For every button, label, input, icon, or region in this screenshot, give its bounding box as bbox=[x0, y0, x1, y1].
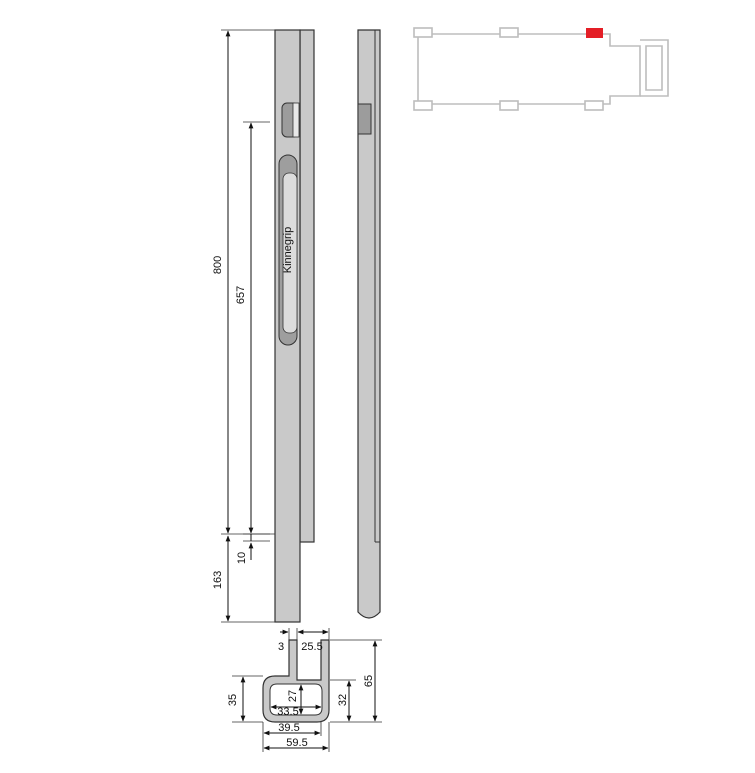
side-lock bbox=[357, 103, 372, 135]
dimension-outer-right: 32 bbox=[330, 679, 356, 722]
dim-800: 800 bbox=[212, 256, 224, 274]
dim-10: 10 bbox=[236, 552, 248, 564]
dimension-total-width: 59.5 bbox=[263, 737, 329, 751]
dimension-bottom-extension: 163 bbox=[212, 533, 275, 622]
dim-33-5: 33.5 bbox=[277, 706, 298, 718]
locator-diagram bbox=[413, 27, 669, 111]
front-view: Kinnegrip bbox=[274, 29, 315, 623]
dim-25-5: 25.5 bbox=[301, 641, 322, 653]
dim-59-5: 59.5 bbox=[286, 737, 307, 749]
dim-163: 163 bbox=[212, 571, 224, 589]
dimension-overall-height: 800 bbox=[212, 29, 275, 623]
brand-label: Kinnegrip bbox=[282, 227, 294, 273]
dimension-gap: 10 bbox=[236, 534, 270, 564]
highlight-marker bbox=[586, 28, 603, 38]
dim-39-5: 39.5 bbox=[278, 722, 299, 734]
dimension-grip-length: 657 bbox=[235, 121, 270, 535]
dimension-lip: 3 25.5 bbox=[278, 628, 330, 653]
dim-65: 65 bbox=[363, 675, 375, 687]
door-edge-panel bbox=[299, 29, 315, 543]
dim-35: 35 bbox=[227, 694, 239, 706]
dimension-channel-width: 39.5 bbox=[262, 722, 330, 752]
dimension-inner-width: 33.5 bbox=[270, 704, 322, 718]
grip-inner bbox=[282, 172, 298, 334]
dim-32: 32 bbox=[337, 694, 349, 706]
dim-657: 657 bbox=[235, 286, 247, 304]
side-view bbox=[357, 29, 381, 619]
dim-3: 3 bbox=[278, 641, 284, 653]
dimension-profile-height: 65 bbox=[330, 639, 382, 723]
dimension-outer-left: 35 bbox=[227, 675, 263, 723]
lock-cylinder-face bbox=[292, 102, 300, 138]
dim-27: 27 bbox=[287, 690, 299, 702]
